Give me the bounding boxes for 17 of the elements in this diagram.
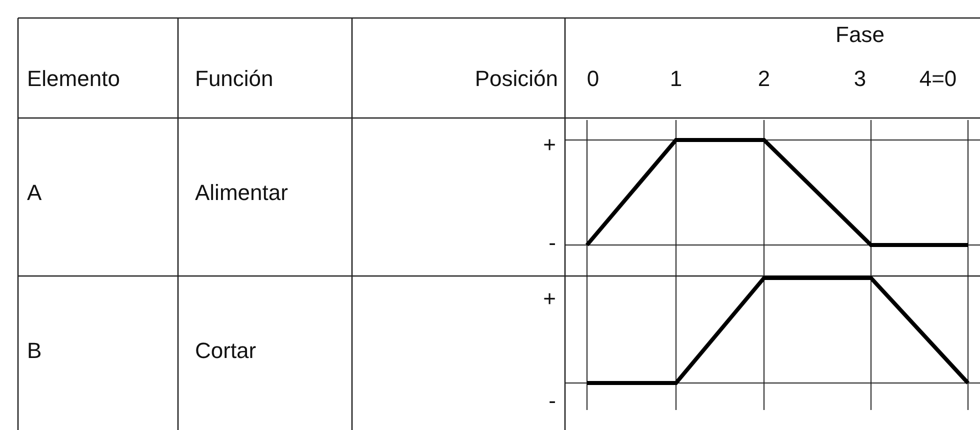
column-header: Elemento <box>27 66 120 92</box>
position-sign: + <box>543 286 556 312</box>
column-header: Función <box>195 66 274 92</box>
position-sign: - <box>548 230 556 256</box>
phase-number: 2 <box>758 66 770 92</box>
position-sign: + <box>543 132 556 158</box>
function-name: Alimentar <box>195 180 288 206</box>
column-header: Posición <box>474 66 558 92</box>
column-header: Fase <box>836 22 884 48</box>
phase-number: 4=0 <box>919 66 957 92</box>
element-name: B <box>27 338 42 364</box>
phase-number: 0 <box>586 66 600 92</box>
function-name: Cortar <box>195 338 256 364</box>
phase-number: 3 <box>854 66 866 92</box>
element-name: A <box>27 180 42 206</box>
phase-number: 1 <box>670 66 682 92</box>
position-sign: - <box>548 388 556 414</box>
